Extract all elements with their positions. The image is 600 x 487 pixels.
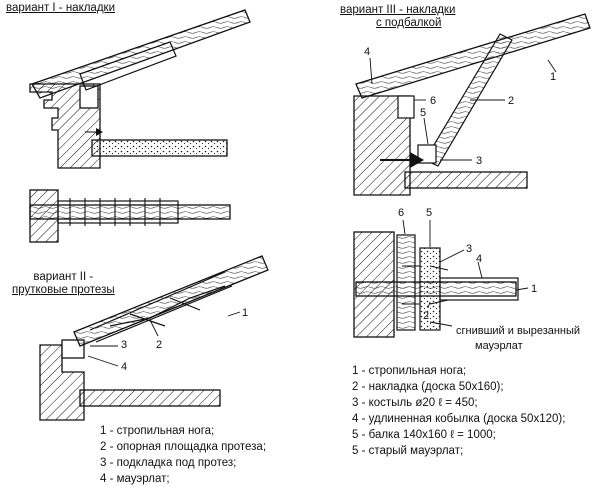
- v3p-label-4: 4: [476, 253, 482, 265]
- legend-v3-item: 2 - накладка (доска 50х160);: [352, 381, 504, 393]
- legend-v3-item: 1 - стропильная нога;: [352, 365, 467, 377]
- variant-3-elevation: 4 6 5 1 2 3: [353, 13, 591, 196]
- v3-label-1: 1: [550, 71, 556, 83]
- v3-wall: [353, 95, 411, 196]
- variant-1-drawing: [29, 9, 251, 243]
- variant-3-plan: 6 5 3 4 1 2 сгнивший и вырезанный мауэрл…: [353, 207, 580, 352]
- legend-variant-3: 1 - стропильная нога; 2 - накладка (доск…: [352, 363, 565, 459]
- v2-mauerlat: [61, 339, 85, 359]
- v3-label-6: 6: [430, 95, 436, 107]
- legend-v2-item: 2 - опорная площадка протеза;: [100, 441, 267, 453]
- v1-slab: [91, 139, 228, 157]
- variant-2-title-line1: вариант II -: [33, 271, 94, 283]
- v3p-old-mauerlat: [396, 234, 416, 331]
- v3p-beam: [419, 247, 441, 331]
- v1-plan-overlay: [57, 200, 179, 224]
- v1-plan-bolts: [69, 198, 161, 226]
- legend-v3-item: 5 - старый мауэрлат;: [352, 445, 464, 457]
- v2-slab: [79, 389, 221, 407]
- v2-label-4: 4: [121, 361, 127, 373]
- v3p-callout-line2: мауэрлат: [475, 340, 523, 352]
- legend-v3-item: 5 - балка 140х160 ℓ = 1000;: [352, 429, 496, 441]
- v3p-label-6: 6: [398, 207, 404, 219]
- legend-v3-item: 3 - костыль ø20 ℓ = 450;: [352, 397, 478, 409]
- legend-v3-item: 4 - удлиненная кобылка (доска 50х120);: [352, 413, 566, 425]
- variant-3-title: вариант III - накладки с подбалкой: [340, 4, 455, 30]
- v3p-callout-line1: сгнивший и вырезанный: [456, 325, 580, 337]
- v3-label-2: 2: [508, 95, 514, 107]
- v1-rafter: [31, 9, 251, 99]
- v3-overlay-board: [424, 33, 513, 167]
- v1-overlay: [79, 41, 177, 91]
- legend-v2-item: 1 - стропильная нога;: [100, 425, 215, 437]
- variant-2-drawing: 1 2 3 4: [39, 255, 269, 421]
- variant-3-title-line1: вариант III - накладки: [340, 4, 456, 16]
- v3-label-4: 4: [364, 46, 370, 58]
- legend-v2-item: 3 - подкладка под протез;: [100, 457, 237, 469]
- v2-label-3: 3: [121, 339, 127, 351]
- v3-slab: [404, 171, 528, 189]
- v3p-label-5: 5: [426, 207, 432, 219]
- v3-label-3: 3: [476, 155, 482, 167]
- v2-rafter: [73, 255, 269, 347]
- v3-label-5: 5: [420, 107, 426, 119]
- v3p-label-1: 1: [531, 283, 537, 295]
- v2-rod-prosthesis: [89, 271, 233, 343]
- v3-old-mauerlat: [397, 95, 415, 119]
- legend-v2-item: 4 - мауэрлат;: [100, 473, 170, 485]
- v3-rafter: [355, 13, 591, 99]
- v1-mauerlat: [79, 85, 99, 109]
- variant-2-title: вариант II - прутковые протезы: [12, 271, 115, 297]
- v3p-label-3: 3: [466, 243, 472, 255]
- v2-label-2: 2: [156, 339, 162, 351]
- variant-1-title: вариант I - накладки: [6, 2, 115, 14]
- v3p-label-2: 2: [423, 310, 429, 322]
- variant-3-title-line2: с подбалкой: [375, 17, 442, 29]
- legend-variant-2: 1 - стропильная нога; 2 - опорная площад…: [100, 423, 266, 487]
- v2-label-1: 1: [242, 307, 248, 319]
- variant-2-title-line2: прутковые протезы: [12, 284, 115, 296]
